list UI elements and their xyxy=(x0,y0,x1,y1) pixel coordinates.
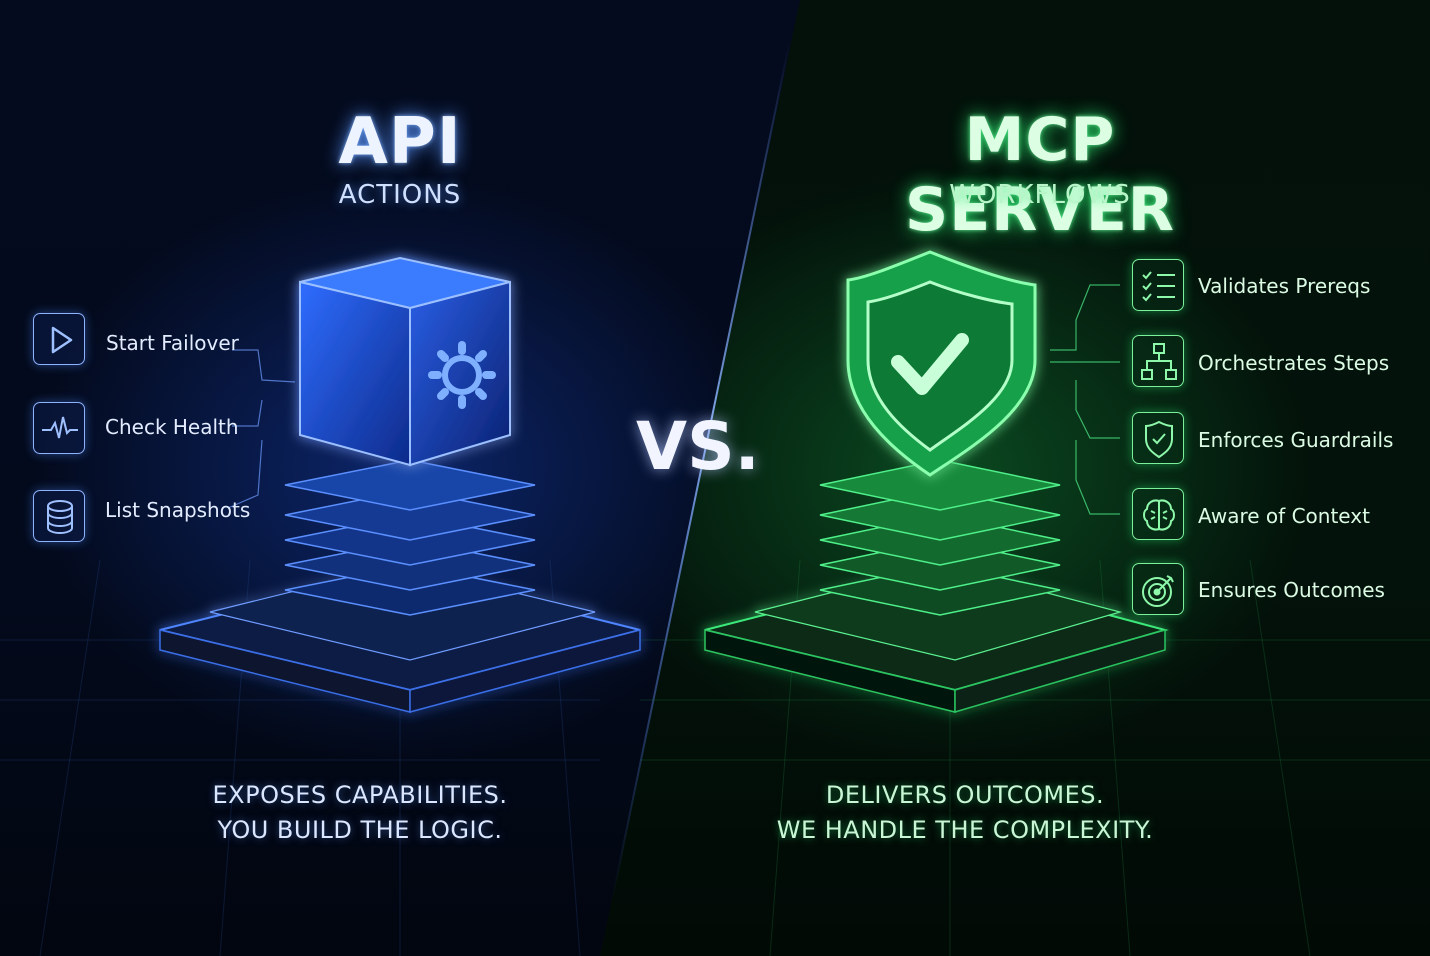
mcp-item-label: Validates Prereqs xyxy=(1198,274,1371,298)
mcp-item-label: Ensures Outcomes xyxy=(1198,578,1385,602)
mcp-title: MCP SERVER xyxy=(904,105,1176,245)
mcp-subtitle: WORKFLOWS xyxy=(949,180,1131,210)
api-title: API xyxy=(338,105,462,179)
database-icon xyxy=(33,490,85,542)
api-tagline-line-2: YOU BUILD THE LOGIC. xyxy=(217,816,503,844)
mcp-item-label: Enforces Guardrails xyxy=(1198,428,1394,452)
api-tagline: EXPOSES CAPABILITIES. YOU BUILD THE LOGI… xyxy=(170,778,550,848)
brain-icon xyxy=(1132,488,1184,540)
mcp-tagline: DELIVERS OUTCOMES. WE HANDLE THE COMPLEX… xyxy=(760,778,1170,848)
play-icon xyxy=(33,313,85,365)
mcp-tagline-line-2: WE HANDLE THE COMPLEXITY. xyxy=(776,816,1154,844)
api-subtitle: ACTIONS xyxy=(338,180,462,210)
mcp-tagline-line-1: DELIVERS OUTCOMES. xyxy=(825,781,1105,809)
mcp-item-label: Orchestrates Steps xyxy=(1198,351,1390,375)
checklist-icon xyxy=(1132,259,1184,311)
api-item-label: Start Failover xyxy=(106,331,239,355)
api-tagline-line-1: EXPOSES CAPABILITIES. xyxy=(212,781,508,809)
shield-check-icon xyxy=(1132,412,1184,464)
hierarchy-icon xyxy=(1132,335,1184,387)
api-item-label: List Snapshots xyxy=(105,498,251,522)
target-icon xyxy=(1132,563,1184,615)
mcp-item-label: Aware of Context xyxy=(1198,504,1370,528)
vs-label: VS. xyxy=(636,408,760,485)
pulse-icon xyxy=(33,402,85,454)
api-item-label: Check Health xyxy=(105,415,239,439)
